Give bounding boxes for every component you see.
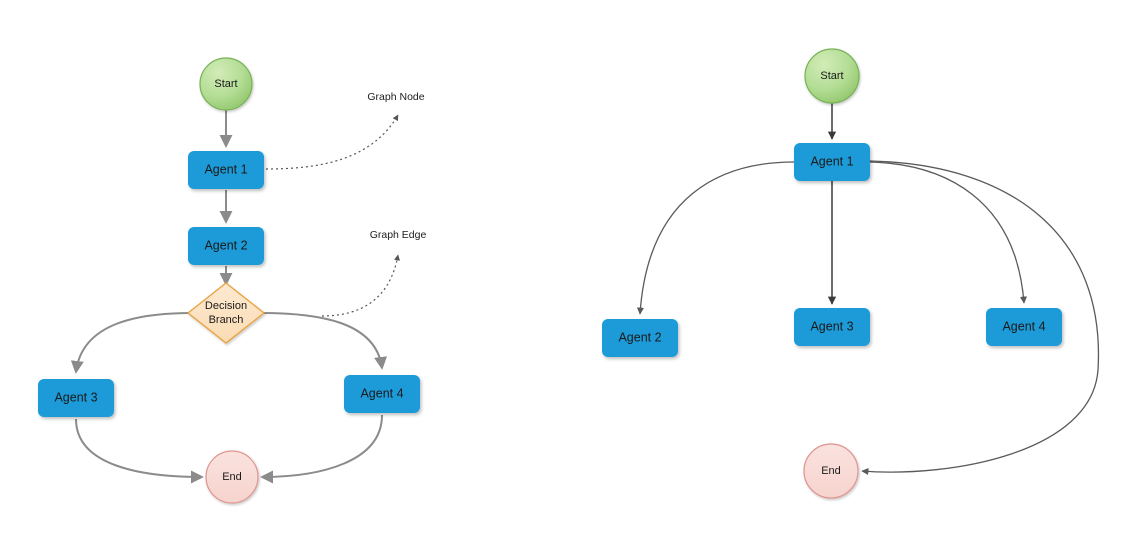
- edge-decision-to-agent3[interactable]: [70, 312, 193, 374]
- node-start-right[interactable]: Start: [804, 48, 860, 104]
- node-agent1-left[interactable]: Agent 1: [188, 151, 264, 189]
- edge-agent3-to-end[interactable]: [75, 418, 204, 484]
- edge-decision-to-agent4[interactable]: [260, 312, 388, 370]
- node-end-right[interactable]: End: [803, 443, 859, 499]
- start-circle-shape[interactable]: [804, 48, 860, 104]
- edge-r-agent1-to-agent4[interactable]: [869, 161, 1028, 304]
- node-agent2-right[interactable]: Agent 2: [602, 319, 678, 357]
- annotation-label-graph-node: Graph Node: [367, 91, 424, 103]
- start-circle-shape[interactable]: [199, 57, 253, 111]
- agent4-box-shape[interactable]: [986, 308, 1062, 346]
- left-graph-annotations: Graph Node Graph Edge: [265, 91, 427, 317]
- node-start-left[interactable]: Start: [199, 57, 253, 111]
- right-graph: Start Agent 1 Agent 2 Agent 3 Agent 4 En…: [602, 48, 1100, 499]
- agent1-box-shape[interactable]: [188, 151, 264, 189]
- node-agent2-left[interactable]: Agent 2: [188, 227, 264, 265]
- agent4-box-shape[interactable]: [344, 375, 420, 413]
- edge-r-agent1-to-agent2[interactable]: [636, 161, 795, 315]
- node-agent3-right[interactable]: Agent 3: [794, 308, 870, 346]
- node-agent1-right[interactable]: Agent 1: [794, 143, 870, 181]
- agent3-box-shape[interactable]: [794, 308, 870, 346]
- edge-agent4-to-end[interactable]: [260, 414, 383, 484]
- right-graph-edges: [636, 103, 1100, 476]
- node-agent4-right[interactable]: Agent 4: [986, 308, 1062, 346]
- node-agent3-left[interactable]: Agent 3: [38, 379, 114, 417]
- left-graph-edges: [70, 109, 388, 484]
- agent3-box-shape[interactable]: [38, 379, 114, 417]
- end-circle-shape[interactable]: [205, 450, 259, 504]
- annotation-leader-graph-edge: [321, 254, 401, 317]
- left-graph: Graph Node Graph Edge Start Agent 1 Agen…: [38, 57, 427, 504]
- decision-diamond-shape[interactable]: [186, 282, 266, 344]
- agent1-box-shape[interactable]: [794, 143, 870, 181]
- agent2-box-shape[interactable]: [602, 319, 678, 357]
- node-decision-branch[interactable]: Decision Branch: [186, 282, 266, 344]
- edge-r-agent1-to-end[interactable]: [861, 160, 1100, 476]
- annotation-label-graph-edge: Graph Edge: [370, 229, 427, 241]
- agent2-box-shape[interactable]: [188, 227, 264, 265]
- annotation-leader-graph-node: [265, 114, 399, 170]
- node-agent4-left[interactable]: Agent 4: [344, 375, 420, 413]
- end-circle-shape[interactable]: [803, 443, 859, 499]
- node-end-left[interactable]: End: [205, 450, 259, 504]
